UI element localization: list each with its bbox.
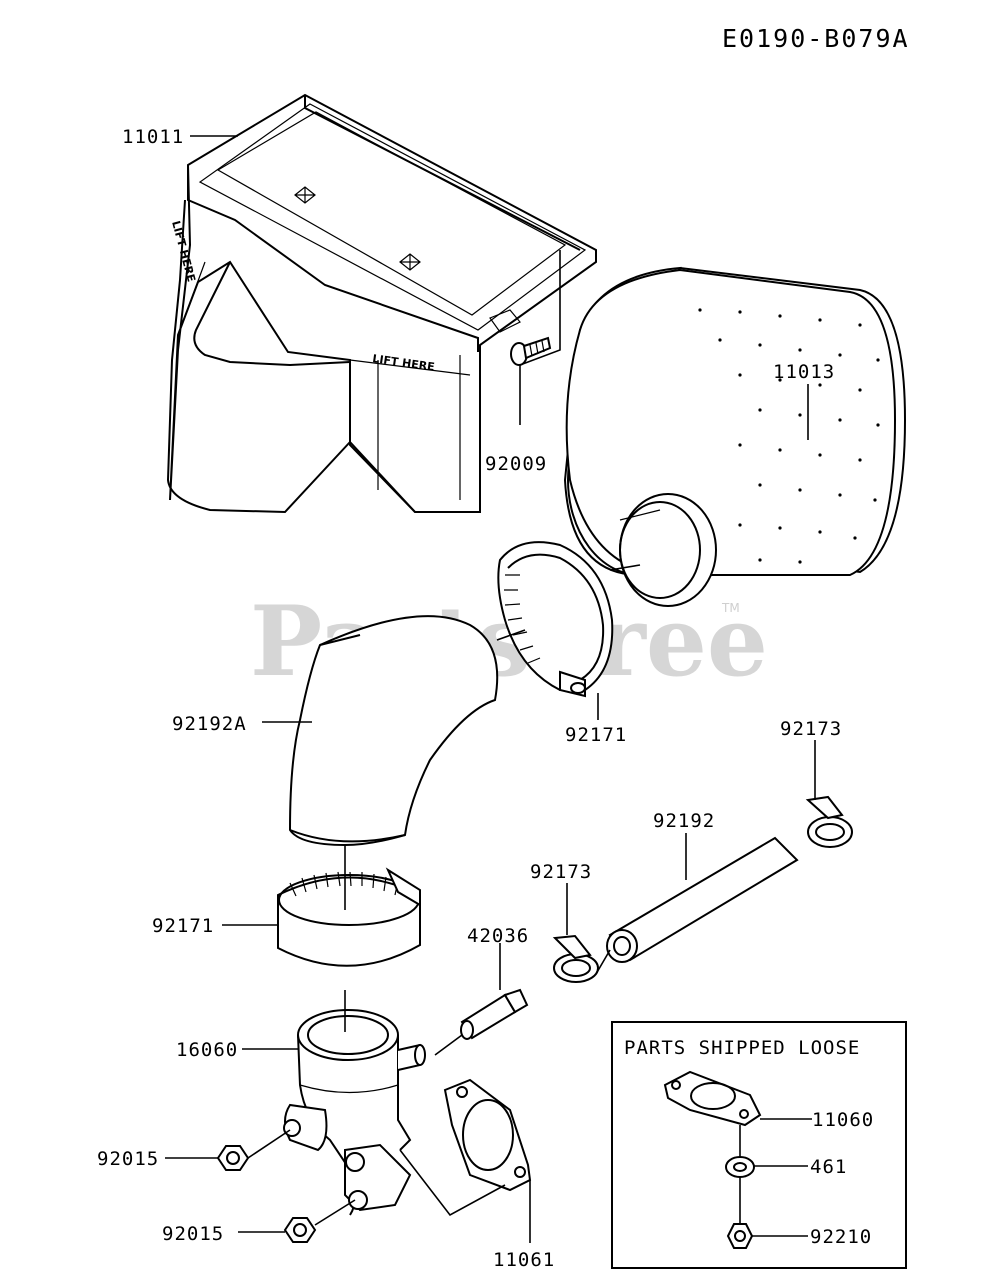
parts-shipped-loose-box: PARTS SHIPPED LOOSE 11060 461 92210 [611,1021,907,1269]
callout-92015-lower: 92015 [162,1223,224,1245]
nut-92015-upper[interactable] [216,1145,250,1171]
callout-92015-upper: 92015 [97,1148,159,1170]
loose-item-461: 461 [810,1156,847,1178]
watermark-trademark: TM [721,601,740,615]
washer-461[interactable] [725,1156,755,1178]
parts-shipped-loose-title: PARTS SHIPPED LOOSE [624,1037,860,1059]
hose-clamp-lower[interactable] [277,867,421,967]
small-clamp-left[interactable] [552,934,599,983]
loose-item-92210: 92210 [810,1226,872,1248]
loose-item-11060: 11060 [812,1109,874,1131]
callout-42036: 42036 [467,925,529,947]
screw-92009[interactable] [510,336,552,366]
nut-92015-lower[interactable] [283,1217,317,1243]
nut-92210[interactable] [726,1223,754,1249]
callout-92171-lower: 92171 [152,915,214,937]
callout-92192: 92192 [653,810,715,832]
leader-lines [165,135,816,1243]
hose-clamp-upper[interactable] [497,541,614,698]
gasket-11061[interactable] [443,1078,532,1192]
small-clamp-right[interactable] [805,795,853,848]
callout-92173-left: 92173 [530,861,592,883]
air-inlet-pipe[interactable] [283,1009,426,1216]
diagram-code: E0190-B079A [722,24,910,53]
air-filter-element[interactable] [563,266,907,607]
callout-92009: 92009 [485,453,547,475]
callout-11013: 11013 [773,361,835,383]
callout-92173-right: 92173 [780,718,842,740]
callout-92171-upper: 92171 [565,724,627,746]
air-cleaner-cover[interactable]: LIFT HERE LIFT HERE [166,93,597,514]
elbow-hose[interactable] [288,615,499,847]
callout-16060: 16060 [176,1039,238,1061]
callout-92192A: 92192A [172,713,247,735]
straight-hose[interactable] [606,836,799,963]
breather-tube[interactable] [460,988,529,1040]
gasket-11060[interactable] [663,1070,762,1127]
callout-11061: 11061 [493,1249,555,1271]
callout-11011: 11011 [122,126,184,148]
